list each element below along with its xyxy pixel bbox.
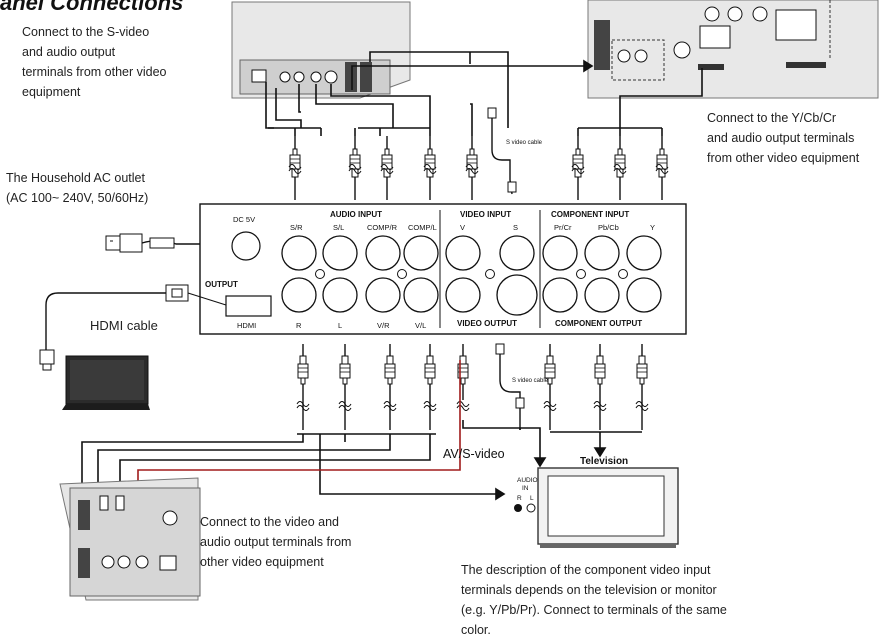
source-device-bottom-left	[59, 477, 201, 601]
label-panel-output: OUTPUT	[205, 280, 238, 289]
top-wiring	[265, 51, 703, 136]
label-panel-top-jacks-5: S	[513, 223, 518, 232]
label-panel-top-jacks-3: COMP/L	[408, 223, 437, 232]
av-svideo-label: AV/S-video	[443, 447, 505, 461]
hdmi-cable	[39, 284, 227, 371]
label-panel-top-jacks-6: Pr/Cr	[554, 223, 572, 232]
label-panel-bottom-jacks-0: R	[296, 321, 302, 330]
label-panel-dc: DC 5V	[233, 215, 255, 224]
monitor	[62, 355, 150, 410]
note-ac-outlet: The Household AC outlet (AC 100~ 240V, 5…	[6, 171, 149, 205]
label-panel-audio-input: AUDIO INPUT	[330, 210, 382, 219]
red-cable	[137, 360, 461, 488]
s-video-cable-label-top: S video cable	[506, 140, 543, 146]
source-device-top-left	[231, 1, 411, 99]
page-title: anel Connections	[0, 0, 184, 15]
label-panel-hdmi: HDMI	[237, 321, 256, 330]
bottom-cables: S video cable	[81, 343, 649, 501]
note-video-output-dest: Connect to the video and audio output te…	[200, 515, 352, 569]
label-panel-top-jacks-8: Y	[650, 223, 655, 232]
note-component-description: The description of the component video i…	[461, 563, 727, 637]
note-svideo-source: Connect to the S-video and audio output …	[22, 25, 167, 99]
label-panel-bottom-jacks-2: V/R	[377, 321, 390, 330]
label-labels-tv-l: L	[530, 495, 534, 502]
main-connector-panel: DC 5V OUTPUT HDMI AUDIO INPUT VIDEO INPU…	[199, 203, 687, 335]
television: Television AUDIO IN R L	[514, 456, 679, 548]
label-panel-bottom-jacks-3: V/L	[415, 321, 426, 330]
ac-plug	[105, 233, 200, 253]
label-panel-video-input: VIDEO INPUT	[460, 210, 511, 219]
label-panel-component-output: COMPONENT OUTPUT	[555, 319, 642, 328]
top-rca-plugs	[288, 136, 669, 200]
television-label: Television	[580, 456, 628, 467]
note-component-source: Connect to the Y/Cb/Cr and audio output …	[707, 111, 860, 165]
label-labels-tv-r: R	[517, 495, 522, 502]
label-panel-bottom-jacks-1: L	[338, 321, 342, 330]
label-panel-video-output: VIDEO OUTPUT	[457, 319, 517, 328]
label-labels-tv-audio-in: AUDIO	[517, 477, 538, 484]
source-device-top-right	[587, 0, 879, 99]
s-video-cable-label-bottom: S video cable	[512, 378, 549, 384]
label-panel-top-jacks-1: S/L	[333, 223, 344, 232]
label-panel-top-jacks-0: S/R	[290, 223, 303, 232]
label-panel-top-jacks-7: Pb/Cb	[598, 223, 619, 232]
s-video-cable-top: S video cable	[487, 107, 543, 195]
label-panel-top-jacks-2: COMP/R	[367, 223, 398, 232]
note-hdmi-cable: HDMI cable	[90, 318, 158, 333]
label-panel-top-jacks-4: V	[460, 223, 465, 232]
label-panel-component-input: COMPONENT INPUT	[551, 210, 629, 219]
label-labels-tv-in: IN	[522, 485, 529, 492]
